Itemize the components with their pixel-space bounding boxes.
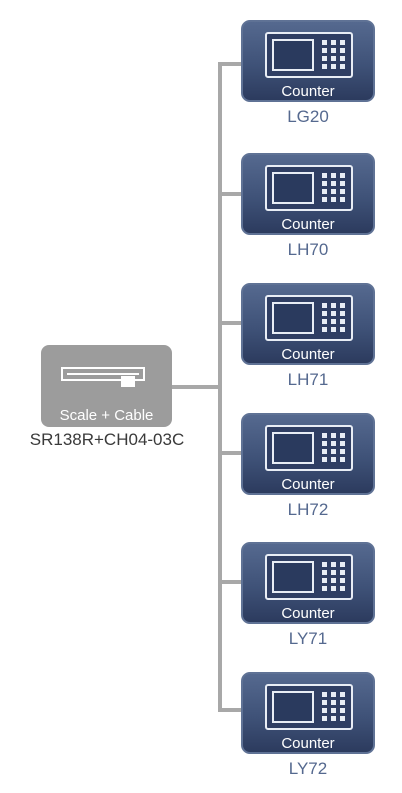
- counter-device-icon: [265, 32, 353, 78]
- display-screen-icon: [272, 302, 314, 334]
- connector-source-line: [172, 385, 220, 389]
- connector-branch-lg20: [218, 62, 242, 66]
- scale-bar: [67, 373, 139, 375]
- counter-node-lg20: Counter: [241, 20, 375, 102]
- counter-label: Counter: [281, 216, 335, 233]
- connector-branch-ly71: [218, 580, 242, 584]
- counter-node-lh72: Counter: [241, 413, 375, 495]
- counter-model-ly72: LY72: [288, 759, 328, 778]
- counter-node-ly71: Counter: [241, 542, 375, 624]
- counter-label: Counter: [281, 476, 335, 493]
- counter-node-lh70: Counter: [241, 153, 375, 235]
- display-screen-icon: [272, 39, 314, 71]
- connector-branch-ly72: [218, 708, 242, 712]
- keypad-icon: [322, 40, 347, 70]
- cable-connector-icon: [121, 376, 135, 387]
- scale-cable-label: Scale + Cable: [59, 407, 154, 424]
- counter-device-icon: [265, 425, 353, 471]
- counter-device-icon: [265, 165, 353, 211]
- connector-branch-lh71: [218, 321, 242, 325]
- keypad-icon: [322, 692, 347, 722]
- counter-device-icon: [265, 295, 353, 341]
- counter-node-ly72: Counter: [241, 672, 375, 754]
- counter-label: Counter: [281, 83, 335, 100]
- display-screen-icon: [272, 432, 314, 464]
- scale-cable-node: Scale + Cable: [41, 345, 172, 427]
- counter-label: Counter: [281, 605, 335, 622]
- counter-label: Counter: [281, 346, 335, 363]
- keypad-icon: [322, 562, 347, 592]
- display-screen-icon: [272, 172, 314, 204]
- connector-branch-lh72: [218, 451, 242, 455]
- keypad-icon: [322, 173, 347, 203]
- counter-model-lh71: LH71: [287, 370, 329, 389]
- counter-model-ly71: LY71: [288, 629, 328, 648]
- counter-device-icon: [265, 684, 353, 730]
- counter-device-icon: [265, 554, 353, 600]
- counter-model-lh70: LH70: [287, 240, 329, 259]
- keypad-icon: [322, 433, 347, 463]
- linear-scale-icon: [61, 367, 145, 381]
- counter-node-lh71: Counter: [241, 283, 375, 365]
- connector-trunk-line: [218, 62, 222, 712]
- display-screen-icon: [272, 691, 314, 723]
- connector-branch-lh70: [218, 192, 242, 196]
- keypad-icon: [322, 303, 347, 333]
- counter-label: Counter: [281, 735, 335, 752]
- scale-cable-model: SR138R+CH04-03C: [29, 430, 185, 449]
- counter-model-lh72: LH72: [287, 500, 329, 519]
- display-screen-icon: [272, 561, 314, 593]
- counter-model-lg20: LG20: [287, 107, 329, 126]
